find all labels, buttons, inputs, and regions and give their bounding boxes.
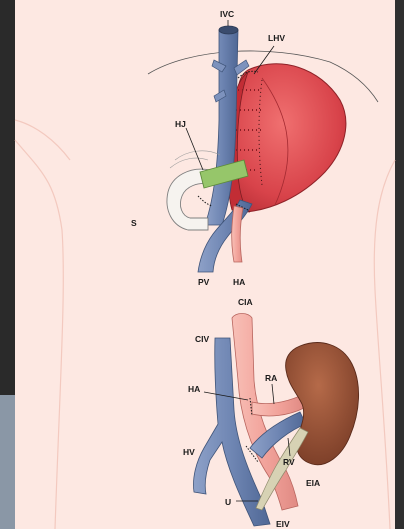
label-ha-bottom: HA — [188, 384, 200, 394]
label-s: S — [131, 218, 137, 228]
label-ivc: IVC — [220, 9, 234, 19]
label-u: U — [225, 497, 231, 507]
left-photo-strip — [0, 395, 15, 529]
label-pv: PV — [198, 277, 210, 287]
label-hj: HJ — [175, 119, 186, 129]
right-dark-edge — [395, 0, 404, 529]
label-eiv: EIV — [276, 519, 290, 529]
ivc-opening — [219, 26, 238, 34]
label-eia: EIA — [306, 478, 320, 488]
label-civ: CIV — [195, 334, 210, 344]
label-cia: CIA — [238, 297, 253, 307]
label-ra: RA — [265, 373, 277, 383]
label-rv: RV — [283, 457, 295, 467]
label-ha-top: HA — [233, 277, 245, 287]
label-lhv: LHV — [268, 33, 285, 43]
label-hv: HV — [183, 447, 195, 457]
